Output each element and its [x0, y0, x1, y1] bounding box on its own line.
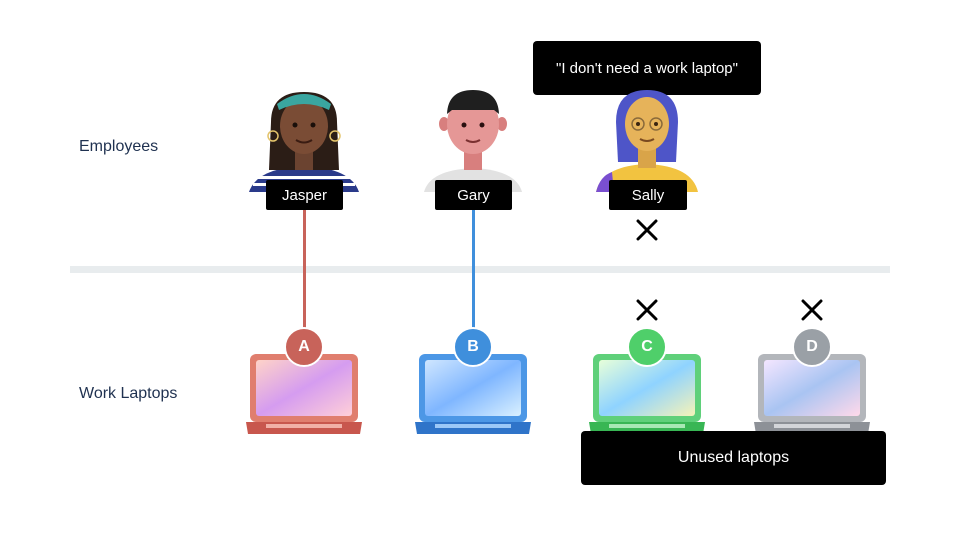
connector-jasper-laptop-a [303, 210, 306, 330]
laptop-a [246, 354, 362, 434]
x-icon [636, 299, 658, 321]
unused-laptops-label: Unused laptops [581, 431, 886, 485]
speech-bubble: "I don't need a work laptop" [533, 41, 761, 95]
work-laptops-row-label: Work Laptops [79, 385, 178, 402]
employee-name-tag-jasper: Jasper [266, 180, 343, 210]
x-icon [636, 219, 658, 241]
jasper-avatar [249, 92, 359, 192]
x-icon [801, 299, 823, 321]
employees-row-label: Employees [79, 138, 159, 155]
sally-avatar [596, 90, 698, 192]
laptop-badge-b: B [453, 327, 493, 367]
laptop-b [415, 354, 531, 434]
laptop-badge-d: D [792, 327, 832, 367]
laptop-badge-a: A [284, 327, 324, 367]
connector-gary-laptop-b [472, 210, 475, 330]
section-divider [70, 266, 890, 273]
laptop-badge-c: C [627, 327, 667, 367]
employee-name-tag-gary: Gary [435, 180, 512, 210]
employee-name-tag-sally: Sally [609, 180, 687, 210]
gary-avatar [424, 90, 522, 192]
